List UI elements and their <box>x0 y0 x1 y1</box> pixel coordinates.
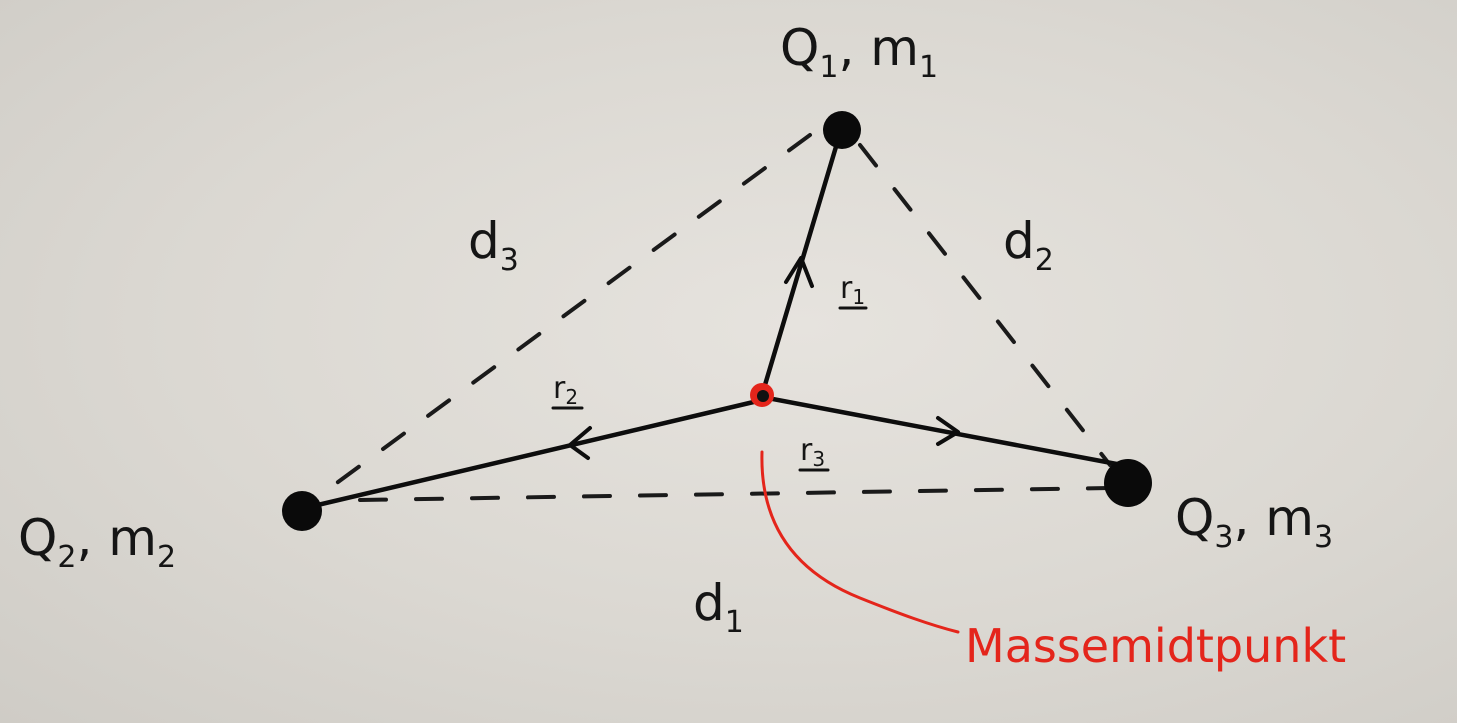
arrowhead-r2 <box>568 426 592 460</box>
charge-point-2 <box>282 491 322 531</box>
svg-text:Q1, m1: Q1, m1 <box>780 19 938 85</box>
vector-r2 <box>302 397 765 511</box>
dashed-side-d2 <box>858 143 1112 467</box>
dashed-side-d3 <box>298 133 812 512</box>
center-of-mass-pointer <box>760 450 960 634</box>
svg-text:r1: r1 <box>840 271 865 309</box>
svg-text:d1: d1 <box>693 574 744 640</box>
label-vector-r1: r1 <box>838 271 868 310</box>
vector-r3 <box>759 394 1125 468</box>
label-charge-1: Q1, m1 <box>780 19 938 85</box>
svg-text:r3: r3 <box>800 433 825 471</box>
svg-text:Q2, m2: Q2, m2 <box>18 509 176 575</box>
label-vector-r2: r2 <box>551 371 584 410</box>
center-of-mass-dot <box>757 390 769 402</box>
vector-r1 <box>759 137 841 398</box>
label-distance-d2: d2 <box>1003 212 1054 278</box>
svg-text:d3: d3 <box>468 212 519 278</box>
label-distance-d1: d1 <box>693 574 744 640</box>
svg-text:d2: d2 <box>1003 212 1054 278</box>
svg-text:Q3, m3: Q3, m3 <box>1175 489 1333 555</box>
label-distance-d3: d3 <box>468 212 519 278</box>
arrowhead-r3 <box>936 416 960 446</box>
charge-point-1 <box>823 111 861 149</box>
svg-text:r2: r2 <box>553 371 578 409</box>
label-vector-r3: r3 <box>798 433 830 472</box>
label-charge-2: Q2, m2 <box>18 509 176 575</box>
dashed-side-d1 <box>358 486 1112 502</box>
arrowhead-r1 <box>784 256 814 288</box>
charge-point-3 <box>1104 459 1152 507</box>
label-center-of-mass: Massemidtpunkt <box>965 619 1346 673</box>
label-charge-3: Q3, m3 <box>1175 489 1333 555</box>
